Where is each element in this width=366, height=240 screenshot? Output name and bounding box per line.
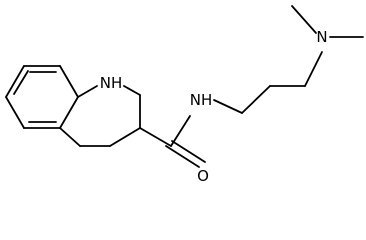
ring-nh-label: NH (100, 74, 123, 92)
propyl-chain (213, 5, 364, 114)
molecule-structure: NH NH O N (5, 5, 364, 185)
dimethylamine-nitrogen-label: N (316, 28, 327, 46)
carbonyl-oxygen-label: O (197, 167, 209, 185)
piperidine-ring (59, 85, 141, 147)
benzene-ring (5, 65, 79, 129)
amide-group (139, 115, 206, 168)
amide-nh-label: NH (190, 91, 213, 109)
